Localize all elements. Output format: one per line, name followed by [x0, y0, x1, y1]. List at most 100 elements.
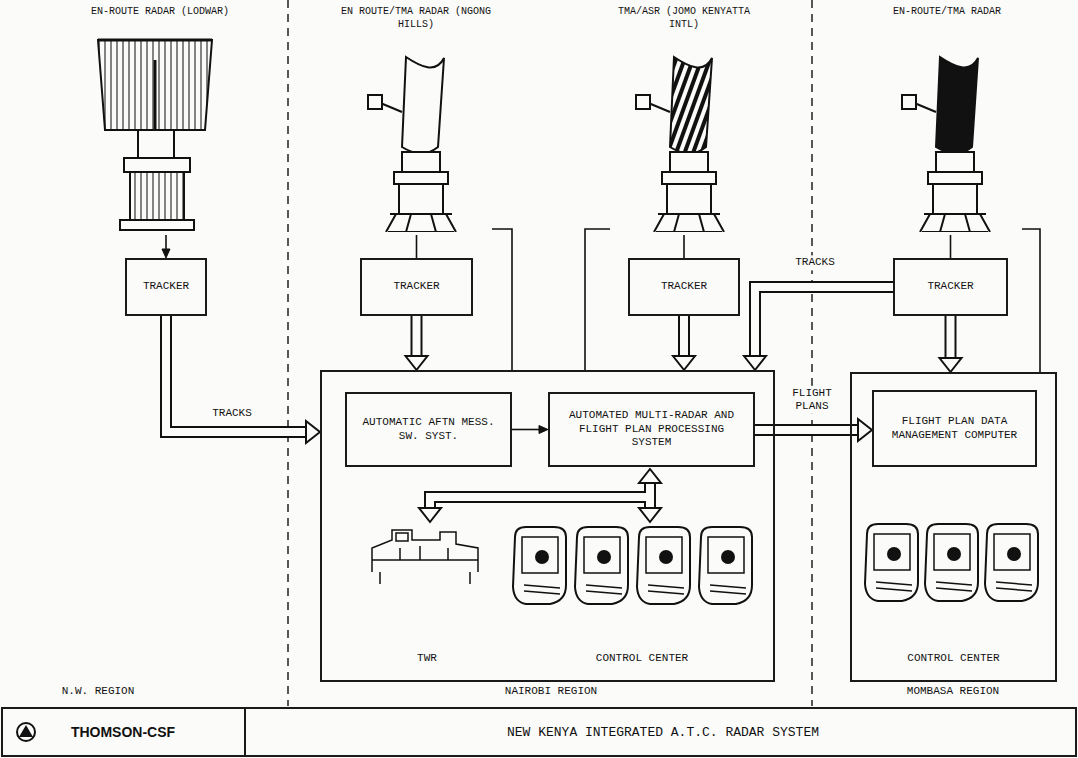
- arrow-body: [755, 287, 893, 357]
- tracker-box: TRACKER: [125, 258, 207, 316]
- arrow-body: [166, 316, 307, 432]
- text-holder: TRACKER: [636, 280, 732, 294]
- arrow-head: [306, 421, 320, 443]
- node-text: TRACKER: [636, 280, 732, 294]
- data-flow-arrow: [755, 419, 872, 441]
- signal-line: [684, 235, 685, 258]
- data-flow-arrow: [166, 316, 320, 443]
- arrow-body: [411, 316, 423, 357]
- radar-station: EN ROUTE/TMA RADAR (NGONG HILLS): [340, 0, 492, 235]
- line-body: [416, 235, 418, 258]
- console-symbol: [925, 524, 978, 601]
- node-text: EN-ROUTE RADAR (LODWAR): [80, 0, 240, 19]
- signal-line: [416, 235, 417, 258]
- signal-line: [950, 235, 951, 258]
- lodwar-antenna: [98, 40, 212, 230]
- console-symbol: [513, 527, 566, 604]
- arrow-head: [162, 249, 170, 258]
- console-symbol: [865, 524, 918, 601]
- double-arrow: [419, 469, 661, 522]
- console-symbol: [637, 527, 690, 604]
- data-flow-arrow: [744, 287, 893, 370]
- company-name: THOMSON-CSF: [40, 723, 206, 741]
- arrow-head: [673, 356, 695, 370]
- signal-line: [512, 426, 548, 434]
- text-holder: EN ROUTE/TMA RADAR (NGONG HILLS): [340, 0, 492, 31]
- console-symbol: [985, 524, 1038, 601]
- text-holder: TRACKER: [368, 280, 465, 294]
- text-holder: TMA/ASR (JOMO KENYATTA INTL): [610, 0, 758, 31]
- text-holder: FLIGHT PLAN DATA MANAGEMENT COMPUTER: [880, 415, 1029, 443]
- radar-station: TMA/ASR (JOMO KENYATTA INTL): [610, 0, 758, 235]
- arrow-body: [755, 424, 859, 436]
- node-text: TRACKER: [133, 280, 199, 294]
- thomson-logo: [17, 723, 35, 741]
- line-body: [585, 229, 610, 370]
- edge-label: TRACKS: [792, 255, 838, 270]
- centre-frame: CONTROL CENTER FLIGHT PLAN DATA MANAGEMEN…: [850, 372, 1057, 682]
- arrow-body: [755, 426, 859, 434]
- line-body: [512, 429, 541, 431]
- line-body: [492, 229, 512, 370]
- data-flow-arrow: [673, 316, 695, 370]
- tracker-box: TRACKER: [628, 258, 740, 316]
- node-text: TWR: [372, 652, 482, 666]
- region-label: NAIROBI REGION: [448, 684, 654, 699]
- line-body: [683, 235, 685, 258]
- node-text: TRACKER: [901, 280, 1000, 294]
- region-label: MOMBASA REGION: [850, 684, 1056, 699]
- arrow-body: [413, 316, 421, 357]
- arrow-head: [858, 419, 872, 441]
- process-box: AUTOMATED MULTI-RADAR AND FLIGHT PLAN PR…: [548, 392, 755, 467]
- node-text: AUTOMATIC AFTN MESS. SW. SYST.: [353, 416, 504, 444]
- text-holder: TRACKER: [133, 280, 199, 294]
- tracker-box: TRACKER: [893, 258, 1008, 316]
- text-holder: AUTOMATIC AFTN MESS. SW. SYST.: [353, 416, 504, 444]
- arrow-body: [680, 316, 688, 357]
- edge-label: TRACKS: [209, 406, 255, 421]
- tracker-box: TRACKER: [360, 258, 473, 316]
- node-text: CONTROL CENTER: [867, 652, 1040, 666]
- region-label: N.W. REGION: [15, 684, 181, 699]
- arrow-head: [940, 358, 962, 372]
- node-text: EN ROUTE/TMA RADAR (NGONG HILLS): [340, 0, 492, 31]
- signal-line: [585, 229, 610, 370]
- title-strip: [2, 708, 1076, 756]
- data-flow-arrow: [940, 316, 962, 372]
- line-body: [1022, 229, 1040, 372]
- tower-console: [372, 530, 478, 584]
- arrow-body: [947, 316, 955, 359]
- node-text: TRACKER: [368, 280, 465, 294]
- edge-label: FLIGHT PLANS: [780, 386, 844, 414]
- region-divider: [288, 0, 812, 706]
- arrow-head: [744, 356, 766, 370]
- data-flow-arrow: [406, 316, 428, 370]
- arrow-body: [945, 316, 957, 359]
- text-holder: EN-ROUTE/TMA RADAR: [872, 0, 1022, 19]
- node-text: EN-ROUTE/TMA RADAR: [872, 0, 1022, 19]
- arrow-body: [678, 316, 690, 357]
- console-symbol: [699, 527, 752, 604]
- signal-line: [162, 235, 170, 258]
- node-text: AUTOMATED MULTI-RADAR AND FLIGHT PLAN PR…: [556, 409, 747, 450]
- arrow-head: [406, 356, 428, 370]
- arrow-body: [755, 287, 893, 357]
- signal-line: [492, 229, 512, 370]
- text-holder: AUTOMATED MULTI-RADAR AND FLIGHT PLAN PR…: [556, 409, 747, 450]
- radar-antenna: [636, 57, 724, 232]
- radar-antenna: [368, 57, 456, 232]
- process-box: AUTOMATIC AFTN MESS. SW. SYST.: [345, 392, 512, 467]
- radar-antenna: [902, 57, 990, 232]
- line-body: [950, 235, 952, 258]
- node-text: TMA/ASR (JOMO KENYATTA INTL): [610, 0, 758, 31]
- node-text: FLIGHT PLAN DATA MANAGEMENT COMPUTER: [880, 415, 1029, 443]
- radar-station: EN-ROUTE/TMA RADAR: [872, 0, 1022, 235]
- console-symbol: [575, 527, 628, 604]
- process-box: FLIGHT PLAN DATA MANAGEMENT COMPUTER: [872, 390, 1037, 467]
- text-holder: TRACKER: [901, 280, 1000, 294]
- centre-frame: TWR CONTROL CENTER AUTOMATIC AFTN MESS. SW…: [320, 370, 775, 682]
- node-text: CONTROL CENTER: [557, 652, 727, 666]
